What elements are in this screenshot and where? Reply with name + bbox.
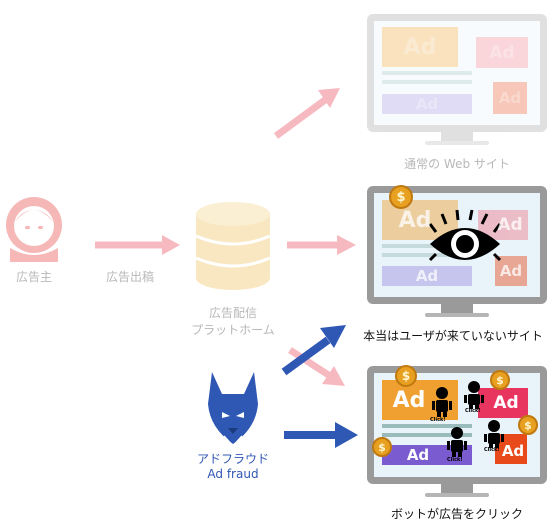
no-users-site-caption: 本当はユーザが来ていないサイト <box>363 329 543 343</box>
ad-submission-label: 広告出稿 <box>105 270 154 284</box>
ad-label: Ad <box>497 215 523 235</box>
coin-symbol: $ <box>524 418 532 432</box>
click-label: Click! <box>447 457 463 463</box>
eye-icon <box>428 209 502 262</box>
ad-label: Ad <box>501 442 525 460</box>
ad-label: Ad <box>499 262 523 280</box>
ad-label: Ad <box>406 446 430 464</box>
click-label: Click! <box>465 408 481 414</box>
normal-site-caption: 通常の Web サイト <box>404 157 510 171</box>
bot-icon <box>484 420 504 448</box>
coin-icon <box>395 365 417 387</box>
bot-click-site-caption: ボットが広告をクリック <box>390 507 523 521</box>
advertiser-icon <box>6 197 62 262</box>
fraud-arrows <box>281 325 358 448</box>
bot-icon <box>464 381 484 409</box>
coin-icon <box>372 437 392 457</box>
ad-label: Ad <box>392 387 426 413</box>
coin-symbol: $ <box>396 189 406 205</box>
wolf-icon <box>208 372 258 448</box>
ad-label: Ad <box>403 34 437 60</box>
database-icon <box>195 202 271 290</box>
coin-symbol: $ <box>401 369 411 383</box>
ad-fraud-label-jp: アドフラウド <box>196 452 269 466</box>
monitor-bot-click-site <box>367 366 547 497</box>
bot-icon <box>432 387 452 417</box>
coin-icon <box>518 415 538 435</box>
ad-label: Ad <box>415 267 439 285</box>
coin-icon <box>389 185 413 209</box>
faded-arrows <box>95 88 356 386</box>
coin-icon <box>490 370 510 390</box>
bot-icon <box>447 427 467 457</box>
platform-label-line2: プラットホーム <box>191 323 275 337</box>
ad-label: Ad <box>415 95 439 113</box>
coin-symbol: $ <box>378 440 386 454</box>
platform-label-line1: 広告配信 <box>208 306 257 320</box>
coin-symbol: $ <box>496 373 504 387</box>
ad-label: Ad <box>493 393 519 413</box>
ad-label: Ad <box>489 42 515 63</box>
click-label: Click! <box>430 417 446 423</box>
ad-label: Ad <box>498 89 522 107</box>
advertiser-label: 広告主 <box>15 270 52 284</box>
ad-fraud-label-en: Ad fraud <box>207 467 259 481</box>
monitor-normal-site <box>367 14 547 145</box>
click-label: Click! <box>484 447 500 453</box>
ad-label: Ad <box>398 207 432 233</box>
